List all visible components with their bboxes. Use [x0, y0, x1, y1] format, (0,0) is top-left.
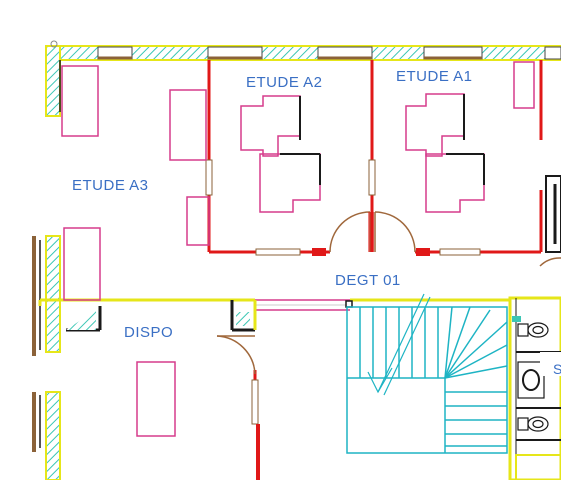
room-label-etude-a2: ETUDE A2	[246, 74, 323, 91]
room-label-etude-a3: ETUDE A3	[72, 177, 149, 194]
room-label-degt-01: DEGT 01	[335, 272, 401, 289]
toilet-icon	[517, 322, 549, 338]
top-facade-wall	[45, 45, 561, 61]
door-swings	[216, 211, 561, 375]
sanitary-label-fragment: S	[553, 361, 561, 377]
toilet-icon	[517, 416, 549, 432]
left-facade-wall	[32, 40, 61, 480]
staircase	[346, 293, 508, 454]
washbasin-icon	[517, 361, 545, 399]
room-label-etude-a1: ETUDE A1	[396, 68, 473, 85]
room-label-dispo: DISPO	[124, 324, 174, 341]
sanitary-block: S	[508, 296, 561, 480]
corridor-walls	[38, 298, 510, 480]
furniture	[61, 61, 535, 437]
